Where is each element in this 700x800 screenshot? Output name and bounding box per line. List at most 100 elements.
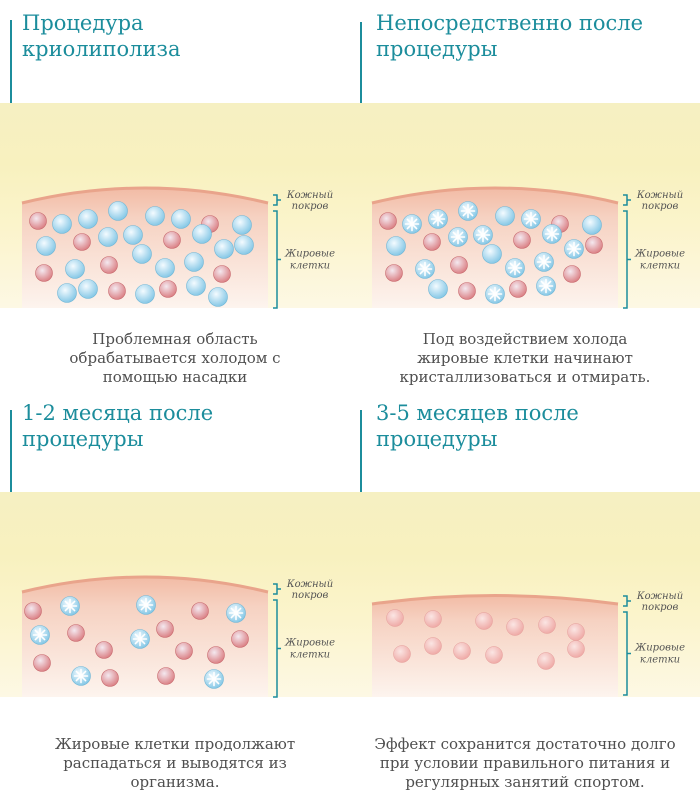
fat-label: Жировые	[634, 643, 685, 654]
fat-cell	[191, 602, 209, 620]
fat-cell	[567, 640, 585, 658]
fat-cell	[538, 616, 556, 634]
fat-cell	[184, 252, 204, 272]
fat-cell	[537, 652, 555, 670]
fat-cell	[402, 214, 422, 234]
skin-layer	[21, 186, 269, 205]
fat-cell	[159, 280, 177, 298]
fat-label: Жировые	[634, 249, 685, 260]
panel-caption: Проблемная область обрабатывается холодо…	[69, 330, 281, 386]
fat-cell	[513, 231, 531, 249]
fat-cell	[485, 646, 503, 664]
fat-cell	[155, 258, 175, 278]
fat-cell	[52, 214, 72, 234]
fat-cell	[428, 279, 448, 299]
fat-cell	[536, 276, 556, 296]
fat-cell	[564, 239, 584, 259]
fat-label: Жировые	[284, 249, 335, 260]
fat-cell	[204, 669, 224, 689]
fat-cell	[563, 265, 581, 283]
fat-cell	[567, 623, 585, 641]
fat-bracket	[273, 599, 281, 698]
fat-bracket	[623, 611, 631, 696]
fat-cell	[130, 629, 150, 649]
fat-cell	[156, 620, 174, 638]
fat-cell	[458, 282, 476, 300]
fat-cell	[450, 256, 468, 274]
skin-label: покров	[642, 602, 679, 613]
fat-cell	[424, 610, 442, 628]
fat-cell	[458, 201, 478, 221]
fat-cell	[424, 637, 442, 655]
fat-cell	[226, 603, 246, 623]
fat-cell	[509, 280, 527, 298]
fat-cell	[234, 235, 254, 255]
fat-cell	[60, 596, 80, 616]
fat-cell	[175, 642, 193, 660]
fat-cell	[98, 227, 118, 247]
fat-cell	[101, 669, 119, 687]
fat-cell	[73, 233, 91, 251]
fat-cell	[78, 279, 98, 299]
fat-cell	[171, 209, 191, 229]
panel-title: Непосредственно после процедуры	[376, 11, 644, 61]
panel-caption: Под воздействием холода жировые клетки н…	[399, 330, 651, 386]
fat-cell	[186, 276, 206, 296]
panel-title: Процедура криолиполиза	[22, 11, 181, 61]
skin-layer	[21, 575, 269, 594]
fat-cell	[423, 233, 441, 251]
fat-cell	[132, 244, 152, 264]
panel-title: 1-2 месяца после процедуры	[22, 401, 214, 451]
skin-layer	[371, 594, 619, 606]
fat-cell	[157, 667, 175, 685]
fat-cell	[495, 206, 515, 226]
fat-label: клетки	[640, 261, 680, 272]
fat-cell	[123, 225, 143, 245]
fat-cell	[385, 264, 403, 282]
fat-cell	[379, 212, 397, 230]
fat-label: клетки	[290, 650, 330, 661]
fat-label: Жировые	[284, 638, 335, 649]
fat-cell	[232, 215, 252, 235]
fat-cell	[100, 256, 118, 274]
fat-cell	[35, 264, 53, 282]
fat-cell	[57, 283, 77, 303]
skin-bracket	[623, 194, 631, 206]
fat-cell	[95, 641, 113, 659]
fat-cell	[67, 624, 85, 642]
fat-cell	[231, 630, 249, 648]
fat-cell	[542, 224, 562, 244]
fat-cell	[192, 224, 212, 244]
fat-label: клетки	[640, 655, 680, 666]
fat-cell	[534, 252, 554, 272]
fat-cell	[65, 259, 85, 279]
skin-label: покров	[292, 590, 329, 601]
fat-cell	[521, 209, 541, 229]
fat-bracket	[623, 210, 631, 309]
fat-cell	[482, 244, 502, 264]
fat-cell	[386, 609, 404, 627]
skin-label: Кожный	[286, 579, 333, 590]
fat-cell	[485, 284, 505, 304]
fat-cell	[585, 236, 603, 254]
fat-cell	[213, 265, 231, 283]
fat-cell	[33, 654, 51, 672]
fat-cell	[505, 258, 525, 278]
fat-cell	[207, 646, 225, 664]
fat-cell	[448, 227, 468, 247]
fat-cell	[428, 209, 448, 229]
fat-cell	[582, 215, 602, 235]
fat-cell	[145, 206, 165, 226]
skin-bracket	[623, 595, 631, 607]
skin-label: Кожный	[636, 190, 683, 201]
fat-cell	[108, 201, 128, 221]
fat-cell	[78, 209, 98, 229]
fat-cell	[214, 239, 234, 259]
skin-layer	[371, 186, 619, 205]
